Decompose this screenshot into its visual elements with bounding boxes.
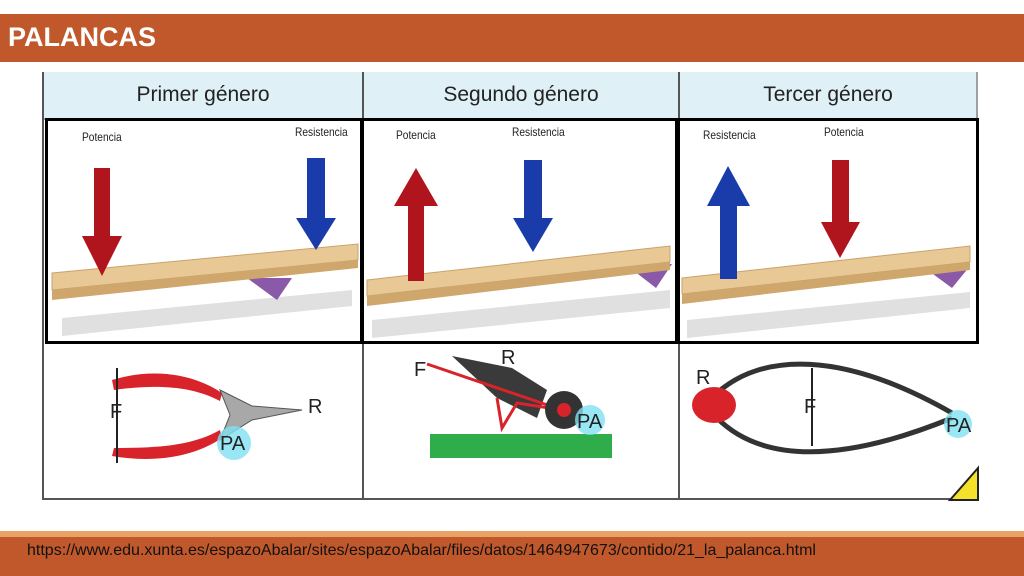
pliers-jaws bbox=[218, 388, 303, 442]
lever-panel-3 bbox=[675, 118, 979, 344]
lever2-potencia-arrow-shaft bbox=[408, 203, 424, 281]
lever3-left-label: Resistencia bbox=[703, 128, 756, 142]
tweezers-resistance-label: R bbox=[696, 367, 710, 389]
pliers-fulcrum-label: PA bbox=[220, 433, 246, 455]
tweezers-lower-arm bbox=[715, 415, 953, 455]
footer-accent-stripe bbox=[0, 531, 1024, 537]
pliers-illustration: F R PA bbox=[110, 368, 322, 463]
source-url: https://www.edu.xunta.es/espazoAbalar/si… bbox=[27, 542, 816, 559]
tweezers-object bbox=[692, 387, 736, 423]
title-bar: PALANCAS bbox=[0, 14, 1024, 62]
tweezers-fulcrum-label: PA bbox=[946, 415, 972, 437]
lever1-potencia-arrow-head bbox=[82, 236, 122, 276]
wheelbarrow-leg bbox=[495, 397, 563, 433]
wheelbarrow-frame bbox=[426, 362, 563, 412]
lever2-left-label: Potencia bbox=[396, 128, 436, 142]
lever2-illustration bbox=[366, 160, 672, 338]
wheelbarrow-illustration: F R PA bbox=[414, 347, 612, 458]
lever1-left-label: Potencia bbox=[82, 130, 122, 144]
pliers-lower-handle bbox=[112, 430, 222, 459]
grid-line bbox=[42, 72, 44, 500]
wheelbarrow-hub bbox=[557, 403, 571, 417]
lever3-potencia-arrow-head bbox=[821, 222, 860, 258]
lever1-resistencia-arrow-head bbox=[296, 218, 336, 250]
tweezers-force-label: F bbox=[804, 396, 816, 418]
footer-bar: https://www.edu.xunta.es/espazoAbalar/si… bbox=[0, 531, 1024, 576]
lever3-plank-side bbox=[682, 262, 970, 304]
tweezers-fulcrum-circle bbox=[944, 410, 972, 438]
wheelbarrow-ground bbox=[430, 434, 612, 458]
lever1-fulcrum bbox=[247, 278, 292, 300]
lever3-illustration bbox=[681, 160, 971, 338]
lever3-right-label: Potencia bbox=[824, 125, 864, 139]
lever2-plank-side bbox=[367, 262, 670, 306]
pliers-upper-handle bbox=[112, 373, 222, 401]
pliers-force-label: F bbox=[110, 401, 122, 423]
lever1-shadow bbox=[62, 290, 352, 336]
tweezers-upper-arm bbox=[715, 361, 954, 416]
wheelbarrow-fulcrum-circle bbox=[575, 405, 605, 435]
lever-panel-2 bbox=[361, 118, 680, 344]
lever1-illustration bbox=[51, 158, 359, 336]
lever1-potencia-arrow-shaft bbox=[94, 168, 110, 238]
lever2-potencia-arrow-head bbox=[394, 168, 438, 206]
slide-title: PALANCAS bbox=[8, 22, 156, 52]
pliers-resistance-label: R bbox=[308, 396, 322, 418]
pliers-fulcrum-circle bbox=[217, 426, 251, 460]
tweezers-illustration: R F PA bbox=[692, 361, 979, 501]
corner-yellow-shape bbox=[947, 465, 979, 501]
lever3-resistencia-arrow-shaft bbox=[720, 203, 737, 279]
grid-line bbox=[42, 498, 978, 500]
lever1-plank-side bbox=[52, 260, 358, 300]
header-tercer-genero: Tercer género bbox=[680, 72, 978, 120]
lever2-resistencia-arrow-shaft bbox=[524, 160, 542, 220]
lever1-right-label: Resistencia bbox=[295, 125, 348, 139]
wheelbarrow-fulcrum-label: PA bbox=[577, 411, 603, 433]
header-primer-genero: Primer género bbox=[44, 72, 364, 120]
lever2-resistencia-arrow-head bbox=[513, 218, 553, 252]
lever-types-figure: Primer género Segundo género Tercer géne… bbox=[42, 68, 979, 501]
lever3-shadow bbox=[687, 292, 970, 338]
wheelbarrow-resistance-label: R bbox=[501, 347, 515, 369]
lever1-resistencia-arrow-shaft bbox=[307, 158, 325, 220]
lever2-shadow bbox=[372, 290, 670, 338]
lever3-resistencia-arrow-head bbox=[707, 166, 750, 206]
lever3-potencia-arrow-shaft bbox=[832, 160, 849, 224]
lever2-right-label: Resistencia bbox=[512, 125, 565, 139]
wheelbarrow-force-label: F bbox=[414, 359, 426, 381]
